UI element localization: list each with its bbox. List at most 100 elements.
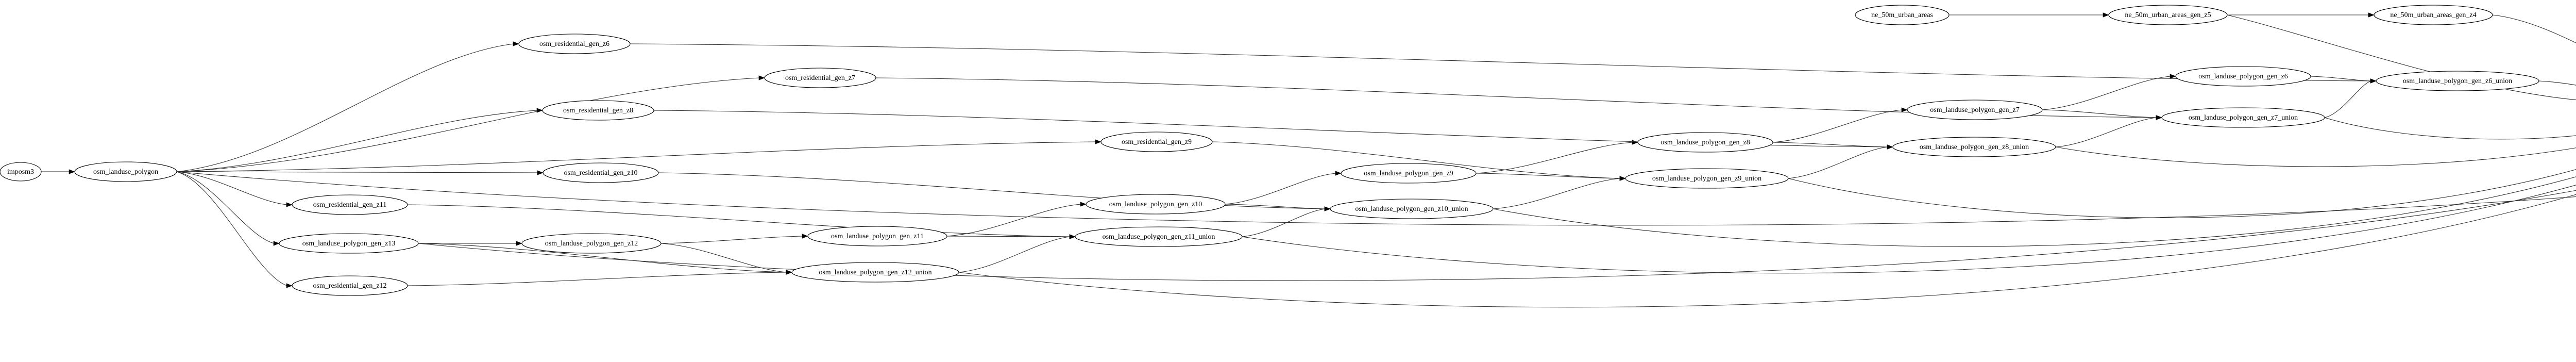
node-ellipse-osm_landuse_polygon_gen_z9 [1341, 163, 1477, 184]
graph-edge-osm_landuse_polygon--to--osm_residential_gen_z12 [176, 171, 287, 286]
node-label-osm_landuse_polygon_gen_z7_union: osm_landuse_polygon_gen_z7_union [2189, 114, 2298, 122]
node-label-osm_residential_gen_z6: osm_residential_gen_z6 [539, 40, 609, 48]
graph-node-osm_residential_gen_z7[interactable]: osm_residential_gen_z7 [764, 68, 876, 88]
graph-edge-osm_landuse_polygon_gen_z10_union--to--osm_landuse_polygon_gen_z9_union [1493, 178, 1621, 209]
graph-node-osm_residential_gen_z11[interactable]: osm_residential_gen_z11 [292, 194, 408, 215]
graph-edge-osm_landuse_polygon_gen_z8_union--to--layer_landuse [2055, 146, 2576, 167]
graph-edge-arrowhead [536, 108, 543, 113]
graph-edge-arrowhead [1632, 140, 1638, 145]
graph-node-osm_landuse_polygon_gen_z7_union[interactable]: osm_landuse_polygon_gen_z7_union [2161, 107, 2325, 128]
graph-edge-ne_50m_urban_areas_gen_z5--to--layer_landuse [2227, 14, 2576, 101]
graph-node-osm_residential_gen_z9[interactable]: osm_residential_gen_z9 [1100, 131, 1213, 152]
graph-node-osm_landuse_polygon_gen_z8_union[interactable]: osm_landuse_polygon_gen_z8_union [1892, 137, 2056, 157]
graph-node-ne_50m_urban_areas_gen_z4[interactable]: ne_50m_urban_areas_gen_z4 [2374, 5, 2493, 25]
node-label-osm_landuse_polygon_gen_z11_union: osm_landuse_polygon_gen_z11_union [1103, 233, 1215, 241]
graph-node-osm_residential_gen_z10[interactable]: osm_residential_gen_z10 [543, 162, 659, 183]
node-ellipse-osm_residential_gen_z6 [518, 34, 631, 54]
edges-layer [41, 12, 2576, 308]
graph-node-osm_landuse_polygon[interactable]: osm_landuse_polygon [74, 161, 177, 182]
graph-edge-osm_landuse_polygon--to--osm_residential_gen_z11 [176, 171, 287, 205]
graph-node-osm_landuse_polygon_gen_z7[interactable]: osm_landuse_polygon_gen_z7 [1907, 100, 2043, 120]
node-label-ne_50m_urban_areas: ne_50m_urban_areas [1871, 11, 1933, 19]
graph-edge-arrowhead [1335, 171, 1342, 176]
graph-edge-osm_landuse_polygon_gen_z9--to--osm_landuse_polygon_gen_z8 [1476, 142, 1633, 174]
node-ellipse-osm_residential_gen_z10 [543, 162, 659, 183]
graph-edge-osm_residential_gen_z6--to--osm_landuse_polygon_gen_z6_union [630, 43, 2371, 81]
graph-node-osm_landuse_polygon_gen_z12_union[interactable]: osm_landuse_polygon_gen_z12_union [791, 262, 959, 283]
node-ellipse-osm_landuse_polygon_gen_z7 [1907, 100, 2043, 120]
graph-node-osm_landuse_polygon_gen_z6[interactable]: osm_landuse_polygon_gen_z6 [2175, 66, 2311, 87]
graph-node-osm_residential_gen_z12[interactable]: osm_residential_gen_z12 [292, 275, 408, 296]
node-ellipse-osm_landuse_polygon_gen_z7_union [2161, 107, 2325, 128]
graph-edge-osm_landuse_polygon_gen_z8_union--to--osm_landuse_polygon_gen_z7_union [2055, 117, 2157, 147]
graph-edge-arrowhead [1080, 202, 1087, 207]
graph-edge-osm_landuse_polygon_gen_z10_union--to--layer_landuse [1493, 176, 2576, 247]
graph-node-ne_50m_urban_areas_gen_z5[interactable]: ne_50m_urban_areas_gen_z5 [2108, 5, 2228, 25]
graph-node-osm_landuse_polygon_gen_z6_union[interactable]: osm_landuse_polygon_gen_z6_union [2376, 71, 2539, 91]
node-ellipse-osm_residential_gen_z9 [1100, 131, 1213, 152]
graph-edge-osm_landuse_polygon--to--osm_landuse_polygon_gen_z13 [176, 171, 275, 244]
graph-edge-arrowhead [513, 41, 519, 46]
node-label-ne_50m_urban_areas_gen_z4: ne_50m_urban_areas_gen_z4 [2390, 11, 2476, 19]
graph-edge-osm_landuse_polygon_gen_z8--to--osm_landuse_polygon_gen_z7 [1772, 109, 1903, 143]
node-ellipse-osm_residential_gen_z7 [764, 68, 876, 88]
graph-edge-osm_landuse_polygon_gen_z13--to--layer_landuse [418, 190, 2576, 281]
node-label-osm_landuse_polygon_gen_z12_union: osm_landuse_polygon_gen_z12_union [819, 269, 931, 276]
graph-node-osm_residential_gen_z8[interactable]: osm_residential_gen_z8 [542, 100, 654, 121]
graph-node-osm_landuse_polygon_gen_z12[interactable]: osm_landuse_polygon_gen_z12 [521, 233, 662, 254]
graph-edge-arrowhead [1887, 144, 1893, 150]
graph-node-imposm3[interactable]: imposm3 [0, 162, 42, 182]
graph-node-osm_landuse_polygon_gen_z10[interactable]: osm_landuse_polygon_gen_z10 [1086, 194, 1226, 215]
graph-node-osm_landuse_polygon_gen_z11[interactable]: osm_landuse_polygon_gen_z11 [807, 226, 947, 246]
graph-node-osm_landuse_polygon_gen_z9_union[interactable]: osm_landuse_polygon_gen_z9_union [1625, 168, 1789, 189]
node-ellipse-osm_landuse_polygon_gen_z11_union [1075, 226, 1243, 247]
graph-edge-osm_landuse_polygon_gen_z12_union--to--layer_landuse [958, 194, 2576, 308]
graph-node-osm_landuse_polygon_gen_z8[interactable]: osm_landuse_polygon_gen_z8 [1637, 132, 1773, 153]
graph-edge-osm_landuse_polygon_gen_z12--to--osm_landuse_polygon_gen_z12_union [660, 243, 787, 273]
graph-edge-osm_landuse_polygon_gen_z10--to--osm_landuse_polygon_gen_z10_union [1225, 204, 1326, 209]
graph-edge-arrowhead [69, 169, 75, 174]
graph-edge-arrowhead [2156, 115, 2162, 120]
graph-edge-arrowhead [1324, 206, 1331, 211]
graph-edge-osm_landuse_polygon--to--osm_residential_gen_z9 [176, 141, 1096, 172]
graph-edge-osm_residential_gen_z12--to--osm_landuse_polygon_gen_z12_union [407, 272, 787, 286]
node-label-osm_landuse_polygon_gen_z8: osm_landuse_polygon_gen_z8 [1660, 139, 1750, 146]
node-label-osm_landuse_polygon_gen_z13: osm_landuse_polygon_gen_z13 [302, 240, 395, 248]
graph-edge-osm_residential_gen_z10--to--osm_landuse_polygon_gen_z10_union [658, 172, 1326, 209]
node-ellipse-osm_landuse_polygon_gen_z10_union [1330, 199, 1494, 219]
graph-edge-arrowhead [286, 283, 293, 288]
node-ellipse-osm_residential_gen_z8 [542, 100, 654, 121]
graph-node-osm_landuse_polygon_gen_z10_union[interactable]: osm_landuse_polygon_gen_z10_union [1330, 199, 1494, 219]
node-label-osm_landuse_polygon_gen_z10_union: osm_landuse_polygon_gen_z10_union [1355, 205, 1468, 213]
graph-edge-arrowhead [758, 75, 765, 80]
graph-edge-osm_residential_gen_z9--to--osm_landuse_polygon_gen_z9_union [1212, 141, 1621, 179]
graph-edge-osm_landuse_polygon_gen_z10--to--osm_landuse_polygon_gen_z9 [1225, 173, 1336, 205]
node-ellipse-osm_landuse_polygon_gen_z12_union [791, 262, 959, 283]
node-ellipse-osm_landuse_polygon_gen_z6_union [2376, 71, 2539, 91]
graph-node-osm_landuse_polygon_gen_z9[interactable]: osm_landuse_polygon_gen_z9 [1341, 163, 1477, 184]
node-ellipse-ne_50m_urban_areas [1855, 5, 1950, 25]
graph-node-osm_landuse_polygon_gen_z13[interactable]: osm_landuse_polygon_gen_z13 [279, 233, 419, 254]
graph-edge-osm_landuse_polygon_gen_z7--to--osm_landuse_polygon_gen_z7_union [2042, 109, 2157, 118]
node-label-osm_residential_gen_z12: osm_residential_gen_z12 [313, 282, 386, 290]
node-label-osm_residential_gen_z9: osm_residential_gen_z9 [1122, 138, 1192, 146]
node-label-osm_landuse_polygon_gen_z7: osm_landuse_polygon_gen_z7 [1930, 106, 2019, 114]
node-ellipse-ne_50m_urban_areas_gen_z4 [2374, 5, 2493, 25]
node-ellipse-osm_landuse_polygon_gen_z8_union [1892, 137, 2056, 157]
graph-node-osm_landuse_polygon_gen_z11_union[interactable]: osm_landuse_polygon_gen_z11_union [1075, 226, 1243, 247]
graph-edge-ne_50m_urban_areas_gen_z4--to--layer_landuse [2492, 14, 2576, 43]
graph-edge-osm_landuse_polygon_gen_z6--to--osm_landuse_polygon_gen_z6_union [2310, 76, 2371, 81]
graph-edge-arrowhead [1619, 176, 1626, 181]
graph-edge-osm_landuse_polygon_gen_z7--to--osm_landuse_polygon_gen_z6 [2042, 76, 2171, 110]
node-label-imposm3: imposm3 [7, 168, 34, 176]
node-ellipse-osm_landuse_polygon_gen_z6 [2175, 66, 2311, 87]
graph-edge-arrowhead [273, 241, 280, 246]
node-ellipse-ne_50m_urban_areas_gen_z5 [2108, 5, 2228, 25]
graph-node-osm_residential_gen_z6[interactable]: osm_residential_gen_z6 [518, 34, 631, 54]
graph-node-ne_50m_urban_areas[interactable]: ne_50m_urban_areas [1855, 5, 1950, 25]
graph-edge-osm_landuse_polygon--to--osm_residential_gen_z8 [176, 110, 538, 172]
node-label-osm_landuse_polygon_gen_z6_union: osm_landuse_polygon_gen_z6_union [2403, 77, 2512, 85]
node-ellipse-osm_landuse_polygon_gen_z9_union [1625, 168, 1789, 189]
